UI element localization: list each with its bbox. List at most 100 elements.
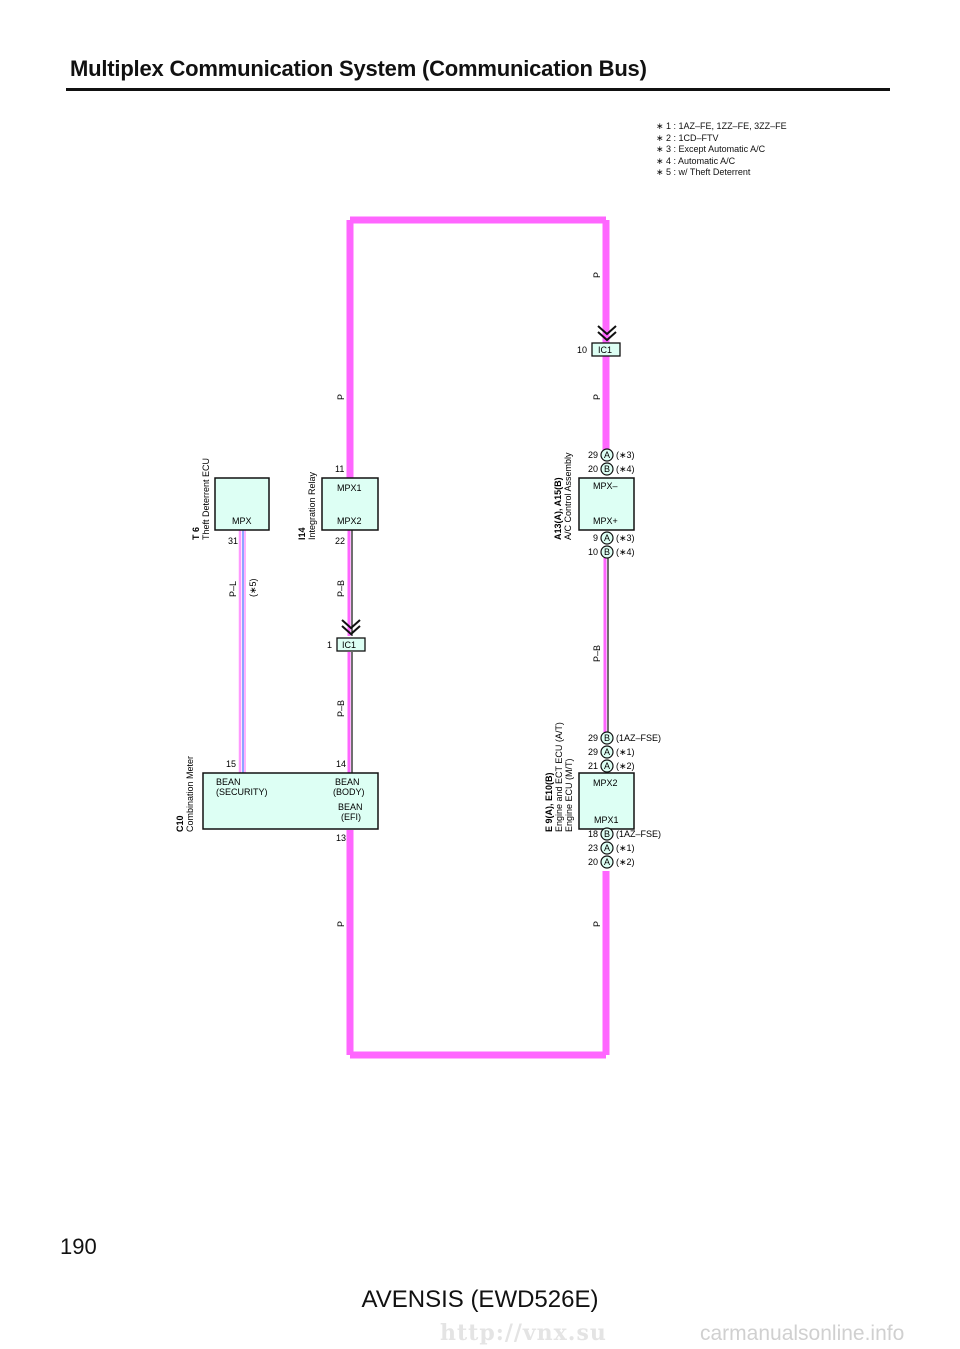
connector-letter: B [604, 829, 610, 839]
t6-pin-label: MPX [232, 516, 252, 526]
i14-code: I14 [297, 527, 307, 540]
a13-top-label: MPX– [593, 481, 618, 491]
connector-letter: A [604, 533, 610, 543]
connector-pin-row: 18 B (1AZ–FSE) [588, 827, 661, 841]
i14-pin2-number: 22 [335, 536, 345, 546]
connector-circle [600, 731, 614, 745]
c10-wire-bottom: P [336, 921, 346, 927]
i14-pin1-number: 11 [335, 464, 344, 474]
a13-name: A/C Control Assembly [563, 452, 573, 540]
integration-relay: MPX1 MPX2 11 22 I14 Integration Relay P … [297, 394, 379, 597]
pin-note: (∗1) [616, 843, 635, 853]
title-rule [66, 88, 890, 91]
footnotes: ∗ 1 : 1AZ–FE, 1ZZ–FE, 3ZZ–FE ∗ 2 : 1CD–F… [656, 121, 787, 179]
c10-efi-label-1: BEAN [338, 802, 363, 812]
c10-pin13: 13 [336, 833, 346, 843]
connector-pin-row: 29 B (1AZ–FSE) [588, 731, 661, 745]
connector-letter: A [604, 450, 610, 460]
pin-number: 23 [588, 843, 598, 853]
connector-letter: A [604, 857, 610, 867]
connector-pin-row: 23 A (∗1) [588, 841, 635, 855]
page-title: Multiplex Communication System (Communic… [70, 56, 647, 81]
t6-wire-color: P–L [228, 581, 238, 597]
model-label: AVENSIS (EWD526E) [361, 1286, 599, 1313]
e9-name-2: Engine ECU (M/T) [564, 758, 574, 832]
t6-code: T 6 [191, 527, 201, 540]
i14-pin2-label: MPX2 [337, 516, 362, 526]
a13-wire: P–B [592, 645, 602, 662]
ic1-left-pin: 1 [327, 640, 332, 650]
connector-circle [600, 759, 614, 773]
pin-number: 29 [588, 733, 598, 743]
pin-note: (1AZ–FSE) [616, 829, 661, 839]
pin-note: (∗3) [616, 533, 635, 543]
ac-control-assembly: MPX– MPX+ A13(A), A15(B) A/C Control Ass… [553, 452, 635, 662]
pin-note: (∗2) [616, 761, 635, 771]
footnote-3: ∗ 3 : Except Automatic A/C [656, 144, 766, 154]
c10-security-label-2: (SECURITY) [216, 787, 268, 797]
connector-pin-row: 20 B (∗4) [588, 462, 635, 476]
e9-top-label: MPX2 [593, 778, 618, 788]
a13-to-e9-wire [603, 558, 609, 732]
connector-letter: B [604, 547, 610, 557]
connector-circle [600, 448, 614, 462]
c10-pin15: 15 [226, 759, 236, 769]
a13-bottom-label: MPX+ [593, 516, 618, 526]
pin-number: 18 [588, 829, 598, 839]
combination-meter: BEAN (SECURITY) BEAN (BODY) BEAN (EFI) 1… [175, 756, 379, 927]
pin-note: (1AZ–FSE) [616, 733, 661, 743]
pin-note: (∗4) [616, 464, 635, 474]
footnote-2: ∗ 2 : 1CD–FTV [656, 132, 719, 143]
ic1-right-junction: IC1 10 P P [577, 272, 621, 400]
connector-letter: A [604, 843, 610, 853]
ic1-right-wire-bottom: P [592, 394, 602, 400]
c10-efi-label-2: (EFI) [341, 812, 361, 822]
t6-name: Theft Deterrent ECU [201, 458, 211, 540]
connector-letter: B [604, 733, 610, 743]
ic1-left-label: IC1 [342, 640, 356, 650]
pin-number: 10 [588, 547, 598, 557]
i14-name: Integration Relay [307, 471, 317, 540]
pin-number: 20 [588, 857, 598, 867]
i14-to-c10-wire [347, 530, 353, 773]
footnote-1: ∗ 1 : 1AZ–FE, 1ZZ–FE, 3ZZ–FE [656, 121, 787, 131]
connector-circle [600, 545, 614, 559]
engine-ecu: MPX2 MPX1 E 9(A), E10(B) Engine and ECT … [544, 722, 635, 927]
connector-letter: A [604, 761, 610, 771]
t6-pin-number: 31 [228, 536, 238, 546]
page-number: 190 [60, 1234, 97, 1259]
pin-number: 20 [588, 464, 598, 474]
t6-to-c10-wire [238, 530, 246, 773]
footnote-5: ∗ 5 : w/ Theft Deterrent [656, 167, 751, 177]
connector-letter: B [604, 464, 610, 474]
ic1-right-wire-top: P [592, 272, 602, 278]
a13-code: A13(A), A15(B) [553, 477, 563, 540]
connector-circle [600, 531, 614, 545]
i14-wire-top: P [336, 394, 346, 400]
theft-deterrent-ecu: MPX 31 T 6 Theft Deterrent ECU P–L (∗5) [191, 458, 270, 597]
connector-circle [600, 827, 614, 841]
connector-circle [600, 462, 614, 476]
c10-body-label-1: BEAN [335, 777, 360, 787]
connector-circle [600, 745, 614, 759]
e9-wire-bottom: P [592, 921, 602, 927]
ic1-right-pin: 10 [577, 345, 587, 355]
t6-note: (∗5) [248, 578, 258, 597]
ic1-left-wire: P–B [336, 700, 346, 717]
i14-pin1-label: MPX1 [337, 483, 362, 493]
c10-body-label-2: (BODY) [333, 787, 365, 797]
pin-number: 9 [593, 533, 598, 543]
watermark-left: http://vnx.su [440, 1320, 607, 1346]
ic1-left-junction: IC1 1 P–B [327, 619, 366, 717]
